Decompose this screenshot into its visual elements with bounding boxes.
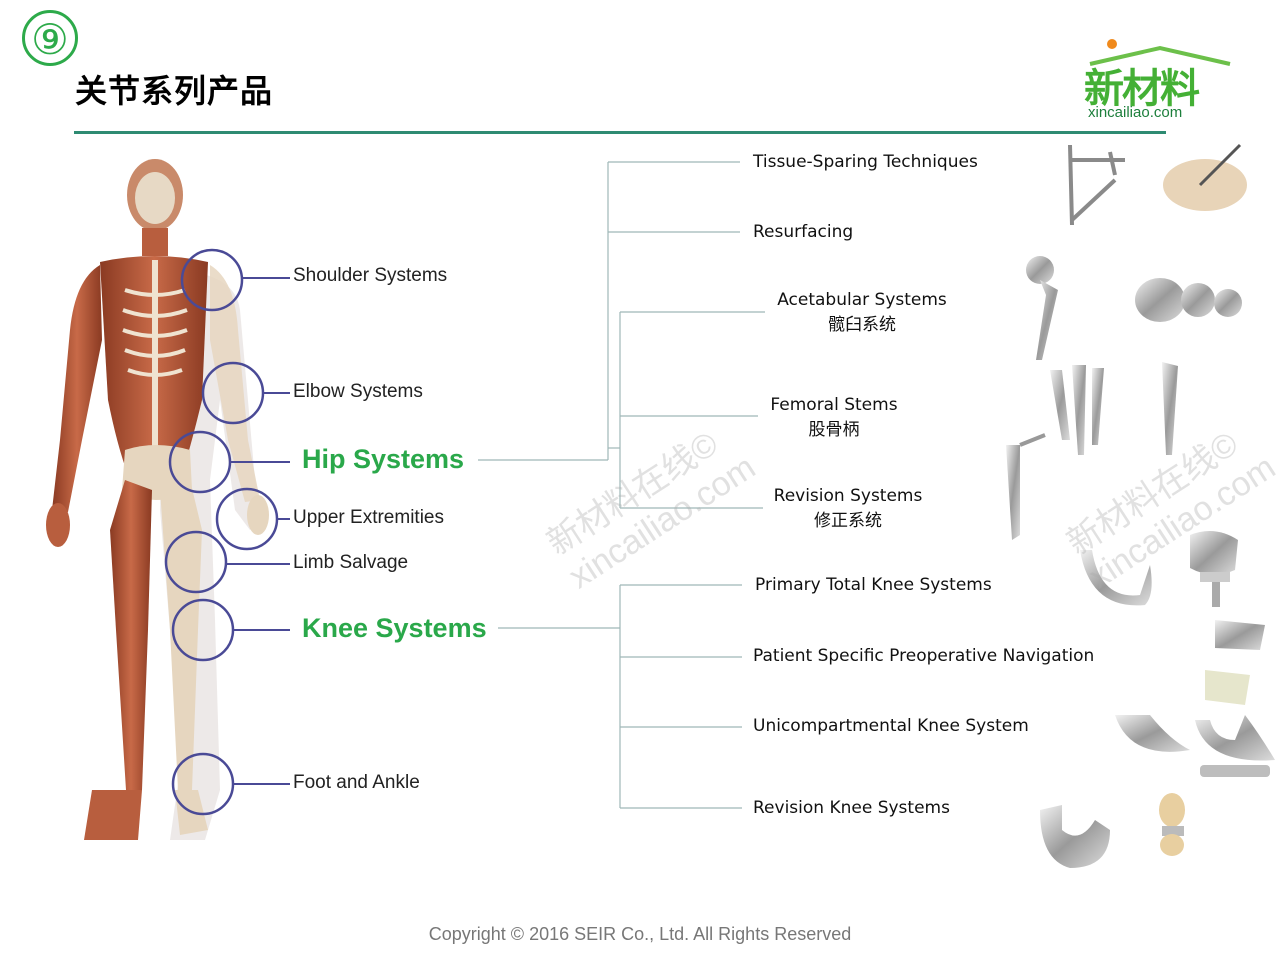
hip-stem-implant-icon (1026, 256, 1058, 360)
femoral-stems-icon (1050, 362, 1178, 455)
section-number-badge: ⑨ (22, 10, 78, 66)
product-images-layer (1006, 143, 1275, 868)
unicompartmental-knee-icon (1115, 715, 1275, 777)
femoral-knee-component-icon (1080, 550, 1152, 606)
knee-circle (171, 598, 235, 662)
acetabular-cn: 髋臼系统 (828, 315, 896, 335)
revision-stem-icon (1006, 433, 1046, 540)
limb-salvage-circle (164, 530, 228, 594)
logo-roof-icon (1089, 39, 1231, 66)
knee-joint-model-icon (1159, 793, 1185, 856)
shoulder-circle (180, 248, 244, 312)
acetabular-systems-label: Acetabular Systems 髋臼系统 (752, 288, 972, 338)
resurfacing-label: Resurfacing (753, 222, 854, 242)
total-knee-implant-icon (1190, 531, 1238, 607)
elbow-circle (201, 361, 265, 425)
revision-knee-implant-icon (1040, 805, 1110, 868)
title-divider (74, 131, 1166, 134)
revision-en: Revision Systems (773, 486, 923, 506)
foot-circle (171, 752, 235, 816)
primary-total-knee-label: Primary Total Knee Systems (755, 575, 992, 595)
femoral-stems-label: Femoral Stems 股骨柄 (724, 393, 944, 443)
acetabular-en: Acetabular Systems (777, 290, 947, 310)
shoulder-systems-label: Shoulder Systems (293, 265, 448, 286)
femoral-cn: 股骨柄 (808, 420, 860, 440)
hip-systems-label: Hip Systems (302, 444, 465, 474)
human-anatomy-figure (46, 159, 269, 840)
navigation-guide-icon (1205, 620, 1265, 705)
femoral-en: Femoral Stems (770, 395, 898, 415)
hip-circle (168, 430, 232, 494)
upper-extremities-label: Upper Extremities (293, 507, 444, 528)
logo-text-cn: 新材料 (1084, 66, 1200, 112)
tissue-sparing-label: Tissue-Sparing Techniques (753, 152, 978, 172)
patient-specific-label: Patient Specific Preoperative Navigation (753, 646, 1095, 666)
logo-text-en: xincailiao.com (1088, 104, 1183, 121)
limb-salvage-label: Limb Salvage (293, 552, 409, 573)
revision-systems-label: Revision Systems 修正系统 (738, 484, 958, 534)
tissue-procedure-icon (1163, 143, 1247, 211)
unicompartmental-label: Unicompartmental Knee System (753, 716, 1029, 736)
elbow-systems-label: Elbow Systems (293, 381, 423, 402)
knee-systems-label: Knee Systems (302, 613, 487, 643)
acetabular-cup-icon (1135, 278, 1242, 322)
revision-cn: 修正系统 (814, 511, 882, 531)
surgical-instrument-icon (1068, 144, 1125, 226)
revision-knee-label: Revision Knee Systems (753, 798, 950, 818)
copyright-footer: Copyright © 2016 SEIR Co., Ltd. All Righ… (428, 924, 852, 944)
foot-and-ankle-label: Foot and Ankle (293, 772, 420, 793)
page-title: 关节系列产品 (75, 72, 274, 110)
upper-extremities-circle (215, 487, 279, 551)
